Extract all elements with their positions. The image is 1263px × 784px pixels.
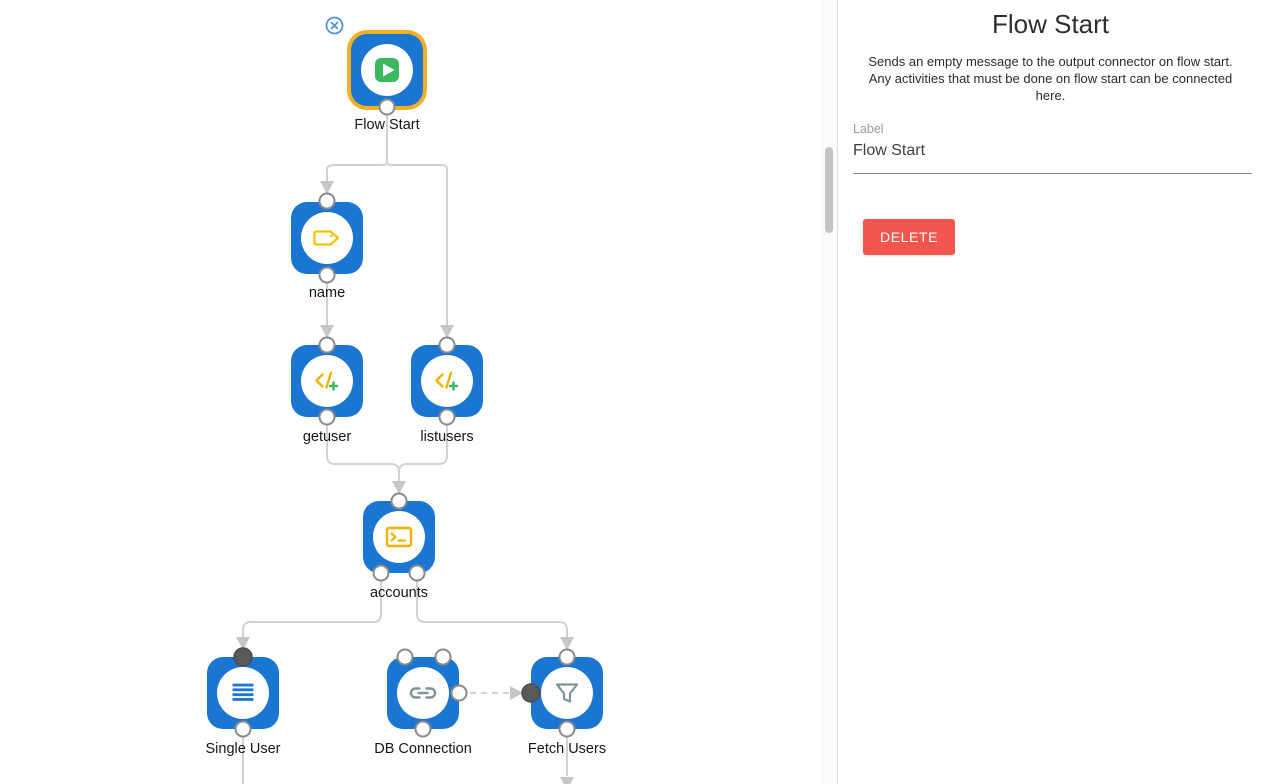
node-accounts[interactable]	[363, 501, 435, 573]
node-listusers[interactable]	[411, 345, 483, 417]
edge-accounts-fetchusers[interactable]	[416, 573, 568, 637]
arrow-into-getuser	[320, 325, 334, 338]
arrow-into-accounts	[392, 481, 406, 494]
arrow-into-name	[320, 181, 334, 194]
arrow-offscreen-bottom	[560, 777, 574, 784]
port-accounts-out-left[interactable]	[372, 564, 390, 582]
port-fetch-users-in-left-dark[interactable]	[521, 683, 541, 703]
arrow-into-fetch-users-top	[560, 637, 574, 650]
port-db-connection-in-right[interactable]	[434, 648, 452, 666]
port-name-out[interactable]	[318, 266, 336, 284]
label-field-label: Label	[853, 122, 884, 136]
node-getuser[interactable]	[291, 345, 363, 417]
port-accounts-in[interactable]	[390, 492, 408, 510]
edge-flowstart-listusers[interactable]	[386, 107, 448, 325]
code-add-icon	[435, 371, 459, 391]
tag-icon	[313, 230, 340, 246]
node-db-connection[interactable]	[387, 657, 459, 729]
close-icon[interactable]	[324, 15, 345, 36]
panel-title: Flow Start	[991, 9, 1110, 39]
port-single-user-out[interactable]	[234, 720, 252, 738]
play-icon	[375, 58, 399, 82]
node-fetch-users[interactable]	[531, 657, 603, 729]
arrow-into-fetch-users-left	[510, 686, 523, 700]
port-layer	[233, 98, 576, 784]
node-name[interactable]	[291, 202, 363, 274]
flow-canvas[interactable]: Flow Start name getuser	[0, 0, 837, 784]
list-icon	[232, 683, 254, 701]
properties-panel: Flow Start Sends an empty message to the…	[837, 0, 1263, 784]
node-flow-start[interactable]	[351, 34, 423, 106]
port-fetch-users-in-top[interactable]	[558, 648, 576, 666]
port-flow-start-out[interactable]	[378, 98, 396, 116]
port-getuser-in[interactable]	[318, 336, 336, 354]
edge-listusers-accounts[interactable]	[398, 417, 448, 481]
port-accounts-out-right[interactable]	[408, 564, 426, 582]
delete-button[interactable]: DELETE	[863, 219, 956, 255]
arrow-into-listusers	[440, 325, 454, 338]
edge-accounts-singleuser[interactable]	[242, 573, 382, 637]
label-field: Label	[853, 122, 1252, 174]
port-getuser-out[interactable]	[318, 408, 336, 426]
node-single-user[interactable]	[207, 657, 279, 729]
port-db-connection-out-right[interactable]	[450, 684, 468, 702]
label-input[interactable]	[853, 140, 1252, 174]
panel-description: Sends an empty message to the output con…	[868, 54, 1233, 103]
terminal-icon	[385, 526, 413, 548]
scrollbar-track[interactable]	[822, 0, 837, 784]
edge-layer	[242, 107, 568, 784]
code-add-icon	[315, 371, 339, 391]
port-db-connection-out-bottom[interactable]	[414, 720, 432, 738]
port-single-user-in-dark[interactable]	[233, 647, 253, 667]
arrow-into-single-user	[236, 637, 250, 650]
port-db-connection-in-left[interactable]	[396, 648, 414, 666]
port-listusers-in[interactable]	[438, 336, 456, 354]
port-name-in[interactable]	[318, 192, 336, 210]
filter-icon	[555, 683, 579, 703]
link-icon	[409, 687, 437, 699]
scrollbar-thumb[interactable]	[825, 147, 833, 233]
port-listusers-out[interactable]	[438, 408, 456, 426]
port-fetch-users-out[interactable]	[558, 720, 576, 738]
